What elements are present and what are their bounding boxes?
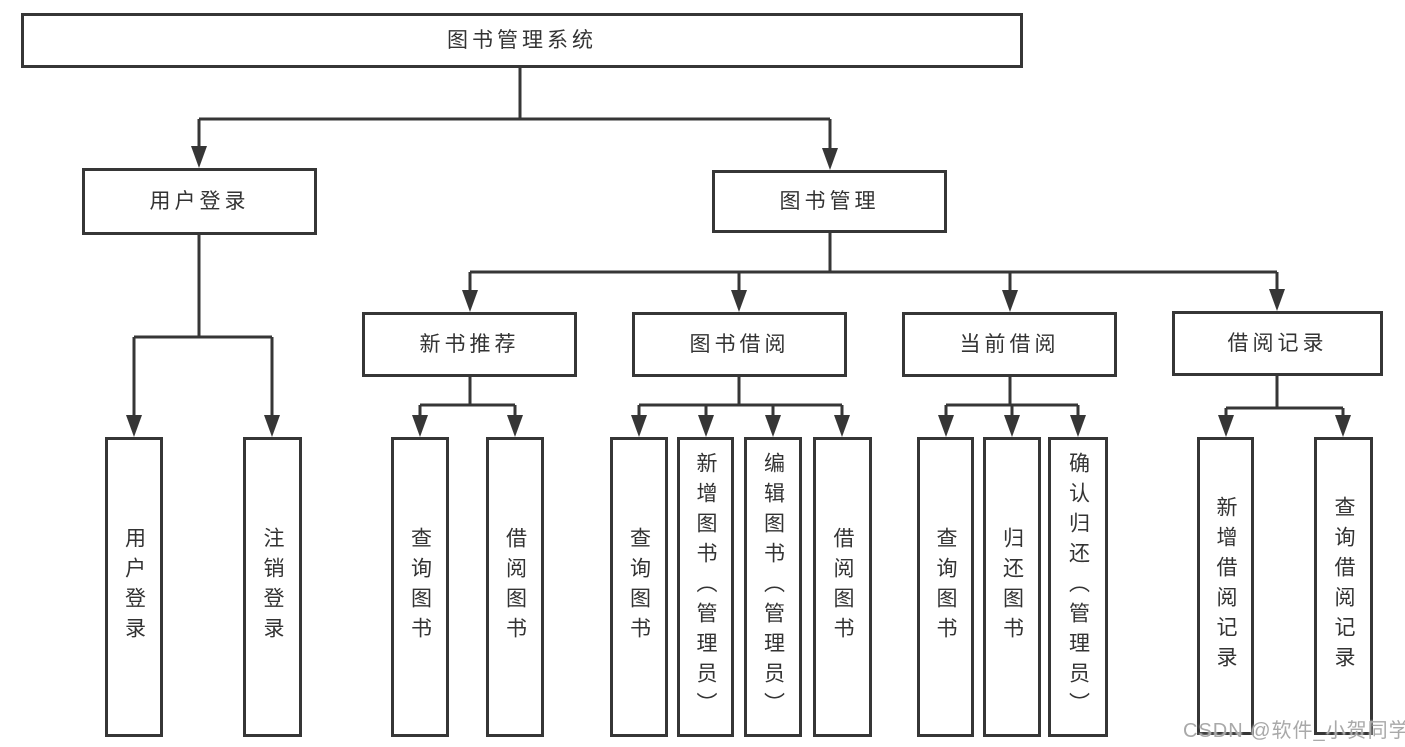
node-leaf-query-borrow-record-label: 查询借阅记录	[1332, 496, 1355, 676]
node-leaf-add-books-admin: 新增图书（管理员）	[677, 437, 734, 737]
node-book-management-label: 图书管理	[779, 189, 880, 213]
node-leaf-query-books-1-label: 查询图书	[408, 527, 432, 647]
node-leaf-logout-label: 注销登录	[261, 527, 284, 647]
node-leaf-borrow-books-1-label: 借阅图书	[503, 527, 527, 647]
csdn-watermark: CSDN @软件_小贺同学	[1183, 720, 1405, 742]
node-leaf-query-books-1: 查询图书	[391, 437, 449, 737]
node-leaf-add-borrow-record-label: 新增借阅记录	[1214, 496, 1237, 676]
node-leaf-logout: 注销登录	[243, 437, 302, 737]
node-book-borrow-label: 图书借阅	[689, 332, 790, 356]
node-current-borrow: 当前借阅	[902, 312, 1117, 377]
node-leaf-edit-books-admin: 编辑图书（管理员）	[744, 437, 802, 737]
node-new-book-recommend: 新书推荐	[362, 312, 577, 377]
node-leaf-borrow-books-2-label: 借阅图书	[831, 527, 854, 647]
node-leaf-query-books-2-label: 查询图书	[627, 527, 651, 647]
node-leaf-borrow-books-2: 借阅图书	[813, 437, 872, 737]
node-leaf-borrow-books-1: 借阅图书	[486, 437, 544, 737]
node-user-login: 用户登录	[82, 168, 317, 235]
node-leaf-add-books-admin-label: 新增图书（管理员）	[694, 452, 717, 722]
node-user-login-label: 用户登录	[149, 189, 250, 213]
node-library-system: 图书管理系统	[21, 13, 1023, 68]
node-book-management: 图书管理	[712, 170, 947, 233]
node-leaf-query-borrow-record: 查询借阅记录	[1314, 437, 1373, 735]
node-leaf-query-books-2: 查询图书	[610, 437, 668, 737]
node-book-borrow: 图书借阅	[632, 312, 847, 377]
node-leaf-user-login: 用户登录	[105, 437, 163, 737]
node-leaf-confirm-return-admin-label: 确认归还（管理员）	[1066, 452, 1090, 722]
node-leaf-return-books: 归还图书	[983, 437, 1041, 737]
node-new-book-recommend-label: 新书推荐	[419, 332, 520, 356]
node-leaf-add-borrow-record: 新增借阅记录	[1197, 437, 1254, 735]
node-borrow-records: 借阅记录	[1172, 311, 1383, 376]
node-leaf-query-books-3: 查询图书	[917, 437, 974, 737]
node-current-borrow-label: 当前借阅	[959, 332, 1060, 356]
node-library-system-label: 图书管理系统	[447, 28, 597, 52]
node-leaf-return-books-label: 归还图书	[1000, 527, 1024, 647]
node-leaf-edit-books-admin-label: 编辑图书（管理员）	[761, 452, 785, 722]
node-leaf-confirm-return-admin: 确认归还（管理员）	[1048, 437, 1108, 737]
node-leaf-query-books-3-label: 查询图书	[934, 527, 957, 647]
node-borrow-records-label: 借阅记录	[1227, 331, 1328, 355]
node-leaf-user-login-label: 用户登录	[122, 527, 146, 647]
